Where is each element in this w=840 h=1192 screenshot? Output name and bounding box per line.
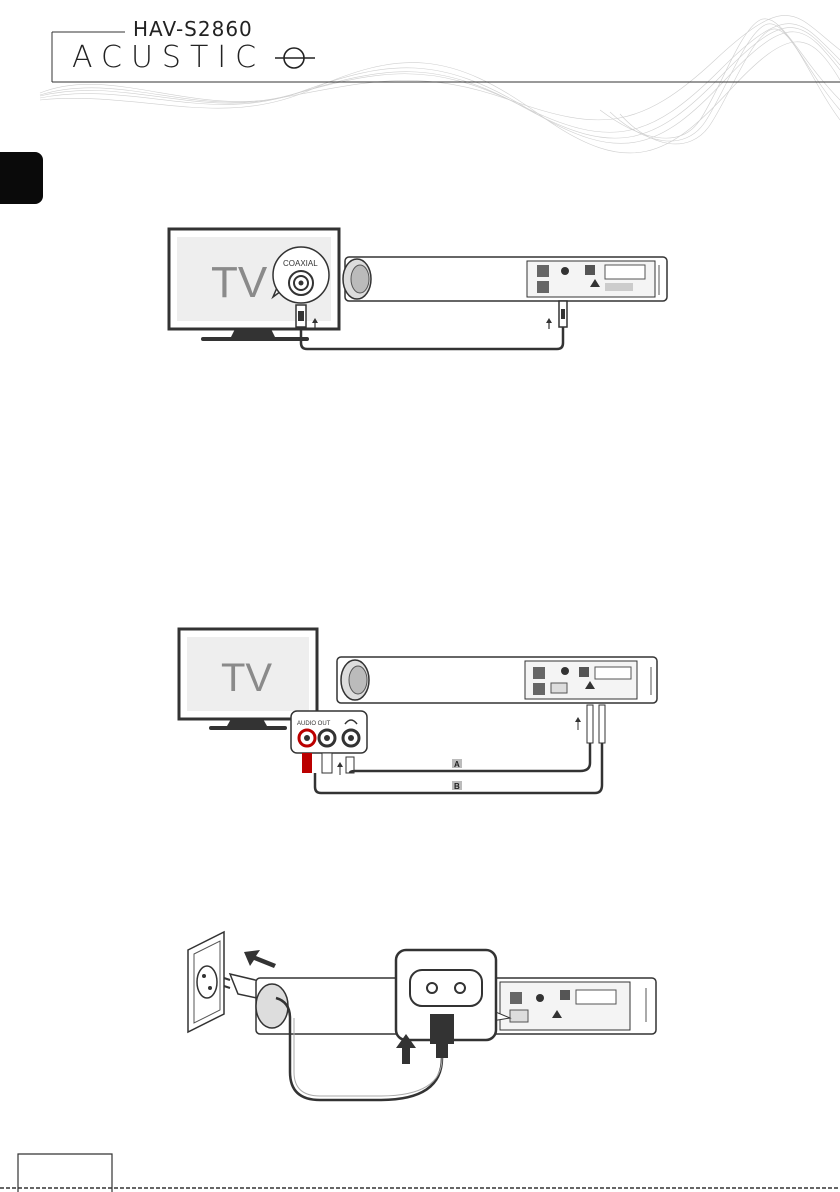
tv-label: TV — [221, 656, 272, 700]
cable-b-label: B — [454, 782, 460, 791]
audio-out-port-callout — [291, 711, 367, 753]
audio-out-label: AUDIO OUT — [297, 721, 331, 727]
cable-a-label: A — [454, 760, 460, 769]
section-tab-marker — [0, 152, 43, 204]
brand-name: ACUSTIC — [72, 40, 265, 75]
coaxial-port-label: COAXIAL — [283, 259, 318, 268]
power-connection-diagram — [180, 922, 665, 1112]
brand-logo-icon — [273, 43, 317, 73]
audio-out-connection-diagram: TV AUDIO OUT A B — [175, 625, 665, 800]
header-wave-decoration — [0, 0, 840, 160]
soundbar-rear — [337, 657, 657, 703]
coaxial-port-callout — [273, 247, 329, 303]
wall-outlet-icon — [188, 932, 224, 1032]
tv-label: TV — [211, 258, 268, 307]
soundbar-rear — [343, 257, 667, 301]
coaxial-connection-diagram: TV COAXIAL — [165, 225, 675, 360]
model-number: HAV-S2860 — [133, 17, 253, 41]
footer-rule — [0, 1150, 840, 1192]
insert-arrow-icon — [244, 950, 276, 968]
